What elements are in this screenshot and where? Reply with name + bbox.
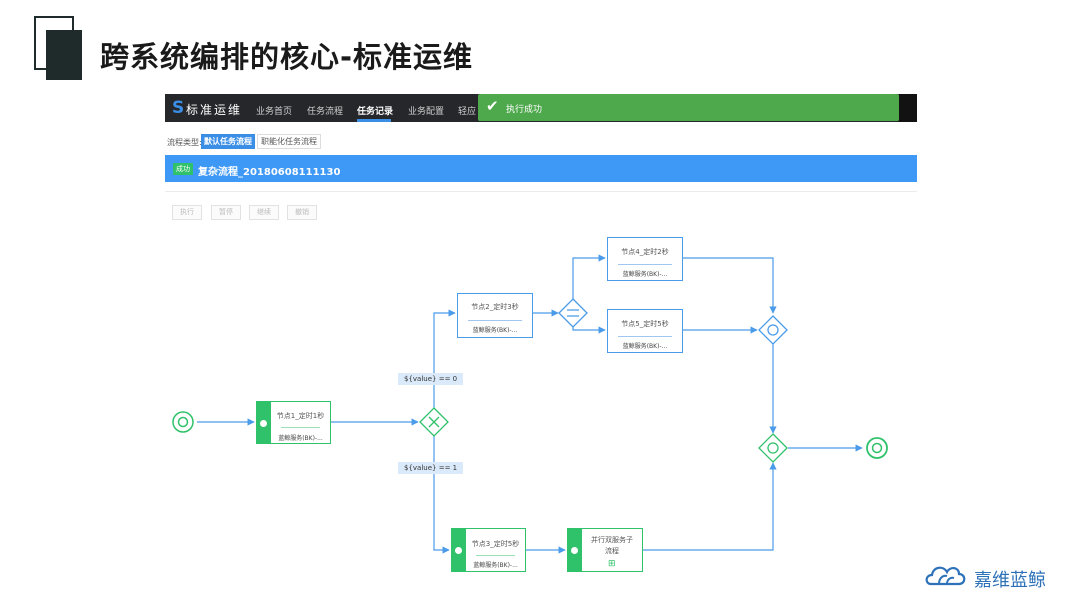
status-dot-icon [571, 547, 578, 554]
node-name: 节点2_定时3秒 [471, 303, 519, 311]
converge-gateway-icon [758, 433, 788, 463]
node-name: 节点4_定时2秒 [621, 248, 669, 256]
flow-node-1[interactable]: 节点1_定时1秒 蓝鲸服务(BK)-... [256, 401, 331, 444]
converge-gateway-icon [758, 315, 788, 345]
divider [165, 191, 917, 192]
subflow-expand-icon[interactable]: ⊞ [608, 559, 616, 569]
nav-item-business-config[interactable]: 业务配置 [408, 107, 445, 117]
nav-active-indicator [357, 119, 391, 122]
node-service: 蓝鲸服务(BK)-... [472, 327, 518, 334]
tab-functional-flow[interactable]: 职能化任务流程 [257, 134, 321, 149]
edge-gateway1-node3 [433, 436, 450, 554]
node-service: 蓝鲸服务(BK)-... [278, 435, 323, 442]
exclusive-gateway-icon [419, 407, 449, 437]
success-toast: ✔ 执行成功 [478, 94, 899, 121]
node-service: 蓝鲸服务(BK)-... [622, 343, 668, 350]
brand-logo-icon[interactable]: S [172, 98, 185, 118]
slide-logo-block [46, 30, 82, 80]
condition-label[interactable]: ${value} == 1 [398, 462, 464, 474]
flow-type-label: 流程类型: [167, 138, 202, 147]
node-name-line1: 并行双服务子 [591, 536, 633, 544]
status-dot-icon [455, 547, 462, 554]
flow-node-2[interactable]: 节点2_定时3秒 蓝鲸服务(BK)-... [457, 293, 533, 338]
toast-message: 执行成功 [506, 105, 543, 115]
nav-item-task-flow[interactable]: 任务流程 [307, 107, 344, 117]
edge-subflow-gateway4 [643, 462, 777, 551]
success-strip [452, 529, 466, 571]
flow-node-5[interactable]: 节点5_定时5秒 蓝鲸服务(BK)-... [607, 309, 683, 353]
task-header-bar [165, 155, 917, 182]
success-strip [257, 402, 271, 443]
execute-button[interactable]: 执行 [172, 205, 202, 220]
nav-right-area [899, 94, 917, 122]
flow-node-3[interactable]: 节点3_定时5秒 蓝鲸服务(BK)-... [451, 528, 526, 572]
brand-name[interactable]: 标准运维 [186, 103, 243, 117]
nav-item-task-records[interactable]: 任务记录 [357, 107, 394, 117]
edge-gateway1-node2 [433, 309, 456, 408]
resume-button[interactable]: 继续 [249, 205, 279, 220]
node-name: 节点3_定时5秒 [471, 540, 520, 548]
check-icon: ✔ [486, 97, 499, 115]
node-service: 蓝鲸服务(BK)-... [622, 271, 668, 278]
revoke-button[interactable]: 撤销 [287, 205, 317, 220]
condition-label[interactable]: ${value} == 0 [398, 373, 464, 385]
success-strip [568, 529, 582, 571]
task-title: 复杂流程_20180608111130 [198, 167, 341, 178]
footer-logo-text: 嘉维蓝鲸 [974, 570, 1046, 591]
end-event-icon [866, 437, 888, 459]
node-name-line2: 流程 [605, 547, 619, 555]
node-service: 蓝鲸服务(BK)-... [473, 562, 518, 569]
status-dot-icon [260, 420, 267, 427]
pause-button[interactable]: 暂停 [211, 205, 241, 220]
edge-gateway2-node4 [572, 254, 606, 299]
node-name: 节点1_定时1秒 [276, 412, 325, 420]
flow-node-4[interactable]: 节点4_定时2秒 蓝鲸服务(BK)-... [607, 237, 683, 281]
parallel-gateway-icon [558, 298, 588, 328]
status-badge: 成功 [173, 163, 193, 175]
start-event-icon [172, 411, 194, 433]
slide-title: 跨系统编排的核心-标准运维 [100, 40, 474, 74]
tab-default-flow[interactable]: 默认任务流程 [201, 134, 255, 149]
nav-item-light-app[interactable]: 轻应 [458, 107, 477, 117]
cloud-logo-icon [925, 566, 966, 586]
nav-item-home[interactable]: 业务首页 [256, 107, 293, 117]
edge-node4-gateway3 [683, 257, 777, 314]
node-name: 节点5_定时5秒 [621, 320, 669, 328]
flow-node-subflow[interactable]: 并行双服务子 流程 ⊞ [567, 528, 643, 572]
edge-gateway2-node5 [572, 326, 606, 334]
